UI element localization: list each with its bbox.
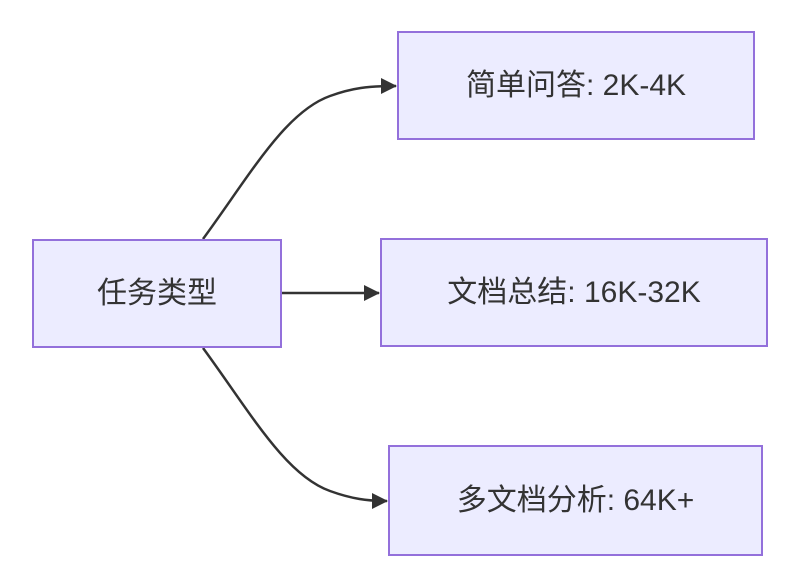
edge-task-type-to-simple-qa [201, 78, 397, 240]
node-multi-doc-analysis-label: 多文档分析: 64K+ [456, 483, 695, 517]
node-task-type-label: 任务类型 [97, 276, 217, 310]
node-doc-summary: 文档总结: 16K-32K [380, 238, 768, 347]
node-task-type: 任务类型 [32, 239, 282, 348]
node-simple-qa: 简单问答: 2K-4K [397, 31, 755, 140]
node-doc-summary-label: 文档总结: 16K-32K [447, 275, 701, 309]
node-simple-qa-label: 简单问答: 2K-4K [465, 68, 687, 102]
node-multi-doc-analysis: 多文档分析: 64K+ [388, 445, 763, 556]
edge-task-type-to-multi-doc-analysis [201, 347, 388, 509]
